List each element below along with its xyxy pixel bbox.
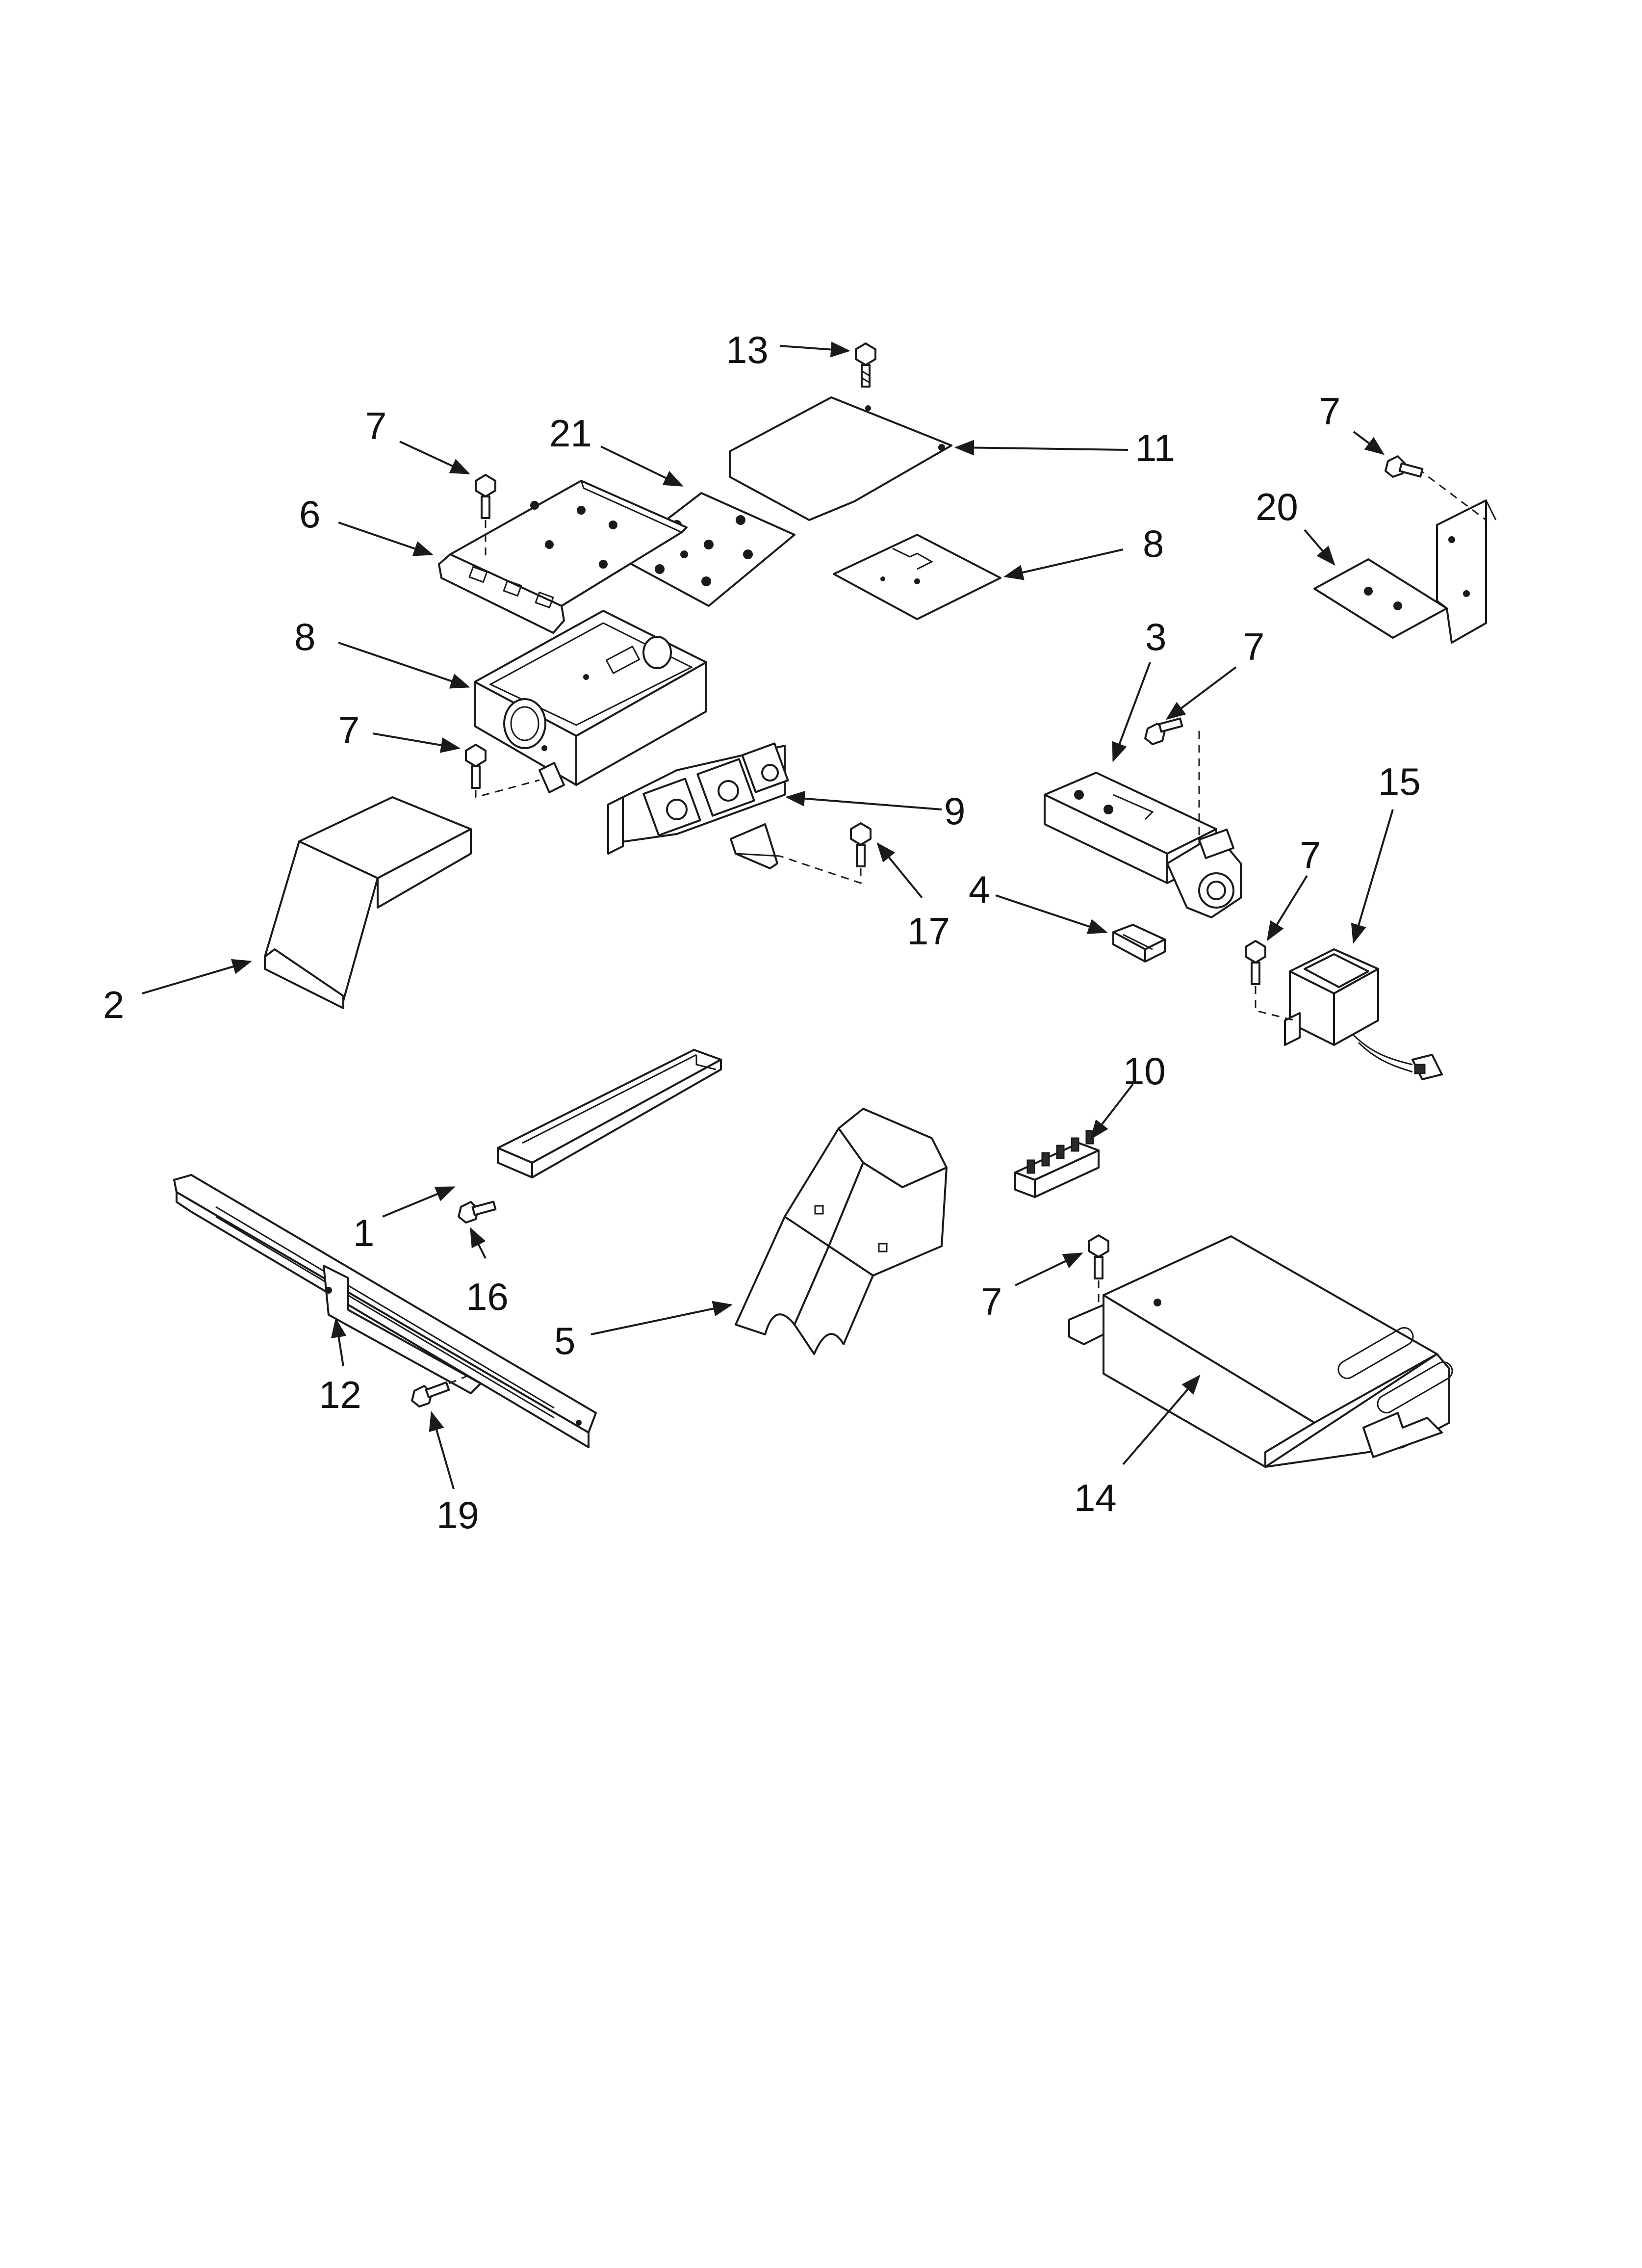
leader-7-valve	[1165, 666, 1237, 720]
screw-7-top-left[interactable]	[475, 474, 496, 557]
leader-21	[600, 445, 684, 487]
insulation-pad[interactable]	[833, 534, 1001, 620]
callout-4: 4	[969, 868, 990, 911]
callout-8: 8	[294, 615, 315, 658]
callout-9: 8	[1143, 522, 1164, 565]
callout-7-tr: 7	[1319, 390, 1340, 433]
leader-10	[785, 790, 942, 810]
wire-shield-bracket[interactable]	[735, 1108, 948, 1355]
screw-16[interactable]	[458, 1200, 497, 1224]
callout-11: 10	[1123, 1049, 1166, 1093]
transformer-bracket[interactable]	[1068, 1235, 1456, 1468]
leader-3	[1112, 662, 1151, 762]
junction-box-cover[interactable]	[438, 480, 688, 634]
screw-7-mid-left[interactable]	[465, 744, 540, 798]
screw-7-top-right[interactable]	[1385, 455, 1424, 478]
leader-9	[1003, 548, 1124, 580]
callout-17: 17	[907, 910, 950, 953]
callout-1: 1	[353, 1211, 374, 1254]
screw-18[interactable]	[855, 342, 876, 388]
transformer[interactable]	[1284, 948, 1443, 1080]
callout-7-ml: 7	[338, 708, 359, 752]
callout-13: 12	[319, 1373, 361, 1416]
callout-12: 11	[1135, 426, 1175, 469]
callout-15: 15	[1378, 760, 1421, 803]
callout-7-br: 7	[981, 1280, 1002, 1323]
leader-15	[1351, 809, 1394, 944]
mounting-plate[interactable]	[617, 492, 795, 607]
callout-2: 2	[103, 983, 124, 1026]
junction-box[interactable]	[474, 610, 707, 793]
callout-16: 16	[466, 1275, 509, 1318]
callout-20: 20	[1256, 485, 1298, 528]
leader-19	[429, 1411, 455, 1489]
duct-cover[interactable]	[264, 796, 472, 1009]
leader-7-tr	[1353, 431, 1385, 455]
front-rail[interactable]	[173, 1174, 597, 1448]
leader-7-tf	[1266, 875, 1308, 941]
screw-17[interactable]	[779, 822, 872, 885]
screw-7-transformer[interactable]	[1245, 940, 1295, 1021]
leader-1	[382, 1186, 456, 1218]
mounting-rail[interactable]	[497, 1049, 722, 1178]
terminal-strip[interactable]	[1014, 1130, 1100, 1198]
callout-7-tl: 7	[365, 404, 386, 447]
callout-6: 6	[299, 493, 320, 536]
callout-7-valve: 7	[1243, 625, 1264, 668]
screw-7-valve[interactable]	[1144, 717, 1183, 745]
callout-19: 19	[436, 1493, 479, 1537]
leader-14	[1122, 1374, 1201, 1465]
leader-2	[142, 959, 252, 994]
cover-plate[interactable]	[729, 396, 952, 521]
callout-18: 13	[726, 328, 769, 371]
callout-21: 21	[549, 412, 592, 455]
leader-7b	[372, 732, 461, 753]
leader-4	[995, 894, 1108, 934]
callout-5: 5	[554, 1319, 575, 1362]
screw-7-bracket[interactable]	[1088, 1234, 1109, 1305]
leader-18	[779, 341, 850, 358]
leader-11	[1090, 1083, 1134, 1140]
leader-20	[1304, 529, 1335, 566]
gas-valve[interactable]	[1044, 731, 1242, 918]
angle-bracket[interactable]	[1313, 468, 1497, 644]
leader-12	[954, 440, 1129, 456]
leader-17	[876, 842, 923, 899]
callouts: 13 11 7 21 7 20 6 8 8 3 7 7 15 9 7 4 17 …	[103, 328, 1421, 1537]
terminal-block[interactable]	[607, 742, 789, 869]
leader-7a	[399, 441, 470, 474]
terminal-block-small[interactable]	[1112, 924, 1166, 963]
leader-8	[338, 642, 470, 689]
callout-3: 3	[1145, 615, 1166, 658]
leader-5	[590, 1301, 733, 1335]
callout-7-tf: 7	[1300, 834, 1321, 877]
screw-19[interactable]	[411, 1373, 474, 1408]
leader-6	[338, 521, 434, 556]
callout-14: 14	[1074, 1476, 1117, 1519]
leader-16	[470, 1227, 487, 1259]
leader-7-br	[1015, 1252, 1083, 1286]
callout-10: 9	[944, 789, 965, 833]
leader-13	[331, 1318, 347, 1367]
leader-lines	[142, 341, 1394, 1489]
